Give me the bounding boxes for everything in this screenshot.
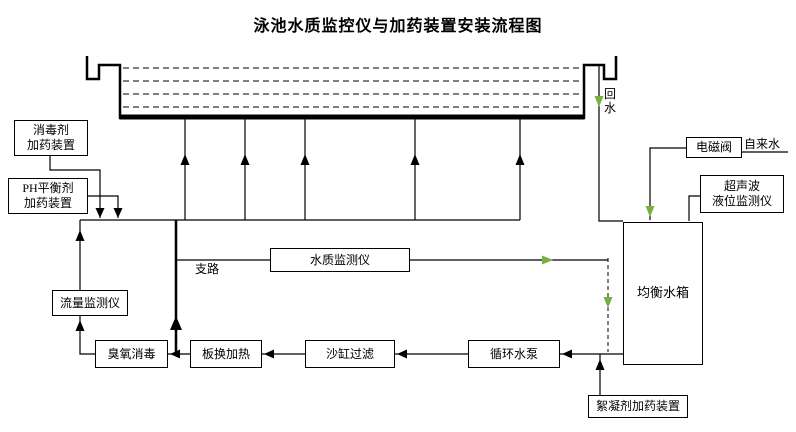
flow-arrows-black: [75, 154, 605, 370]
node-ozone-disinfection: 臭氧消毒: [95, 340, 168, 368]
tap-fill-arrow: [645, 206, 655, 217]
tap-water-label: 自来水: [744, 137, 781, 151]
node-label: 电磁阀: [695, 140, 732, 154]
node-label: PH平衡剂: [22, 181, 74, 195]
page-title: 泳池水质监控仪与加药装置安装流程图: [253, 18, 543, 35]
node-label: 流量监测仪: [59, 295, 120, 310]
pool-outline: [85, 56, 618, 120]
node-label: 均衡水箱: [636, 285, 689, 301]
node-label: 液位监测仪: [711, 194, 772, 208]
node-flocculant-doser: 絮凝剂加药装置: [588, 395, 688, 418]
node-label: 加药装置: [26, 138, 75, 152]
node-sand-filter: 沙缸过滤: [305, 340, 395, 368]
node-label: 板换加热: [201, 346, 250, 361]
node-label: 超声波: [723, 179, 760, 193]
node-solenoid-valve: 电磁阀: [686, 137, 742, 158]
node-circulation-pump: 循环水泵: [468, 340, 560, 368]
node-ultrasonic-level-monitor: 超声波 液位监测仪: [700, 175, 784, 213]
node-label: 加药装置: [23, 196, 72, 210]
node-label: 消毒剂: [32, 123, 69, 137]
pool-water-lines: [123, 67, 581, 108]
node-label: 水质监测仪: [309, 252, 370, 267]
node-disinfectant-doser: 消毒剂 加药装置: [14, 120, 88, 156]
branch-down-arrow: [603, 297, 613, 308]
node-plate-heat-exchanger: 板换加热: [190, 340, 262, 368]
node-balance-tank: 均衡水箱: [623, 222, 703, 365]
branch-right-arrow: [542, 255, 553, 265]
node-water-quality-monitor: 水质监测仪: [270, 248, 410, 272]
node-ph-balancer-doser: PH平衡剂 加药装置: [8, 178, 88, 214]
supply-risers: [184, 118, 521, 220]
flow-arrows-green: [542, 96, 655, 308]
node-label: 循环水泵: [489, 346, 538, 361]
node-flow-monitor: 流量监测仪: [52, 290, 128, 316]
node-label: 絮凝剂加药装置: [595, 399, 680, 413]
node-label: 沙缸过滤: [325, 346, 374, 361]
branch-pipe-label: 支路: [195, 262, 220, 276]
node-label: 臭氧消毒: [107, 346, 156, 361]
return-water-label: 回水: [604, 87, 617, 115]
return-water-arrow: [594, 96, 604, 107]
